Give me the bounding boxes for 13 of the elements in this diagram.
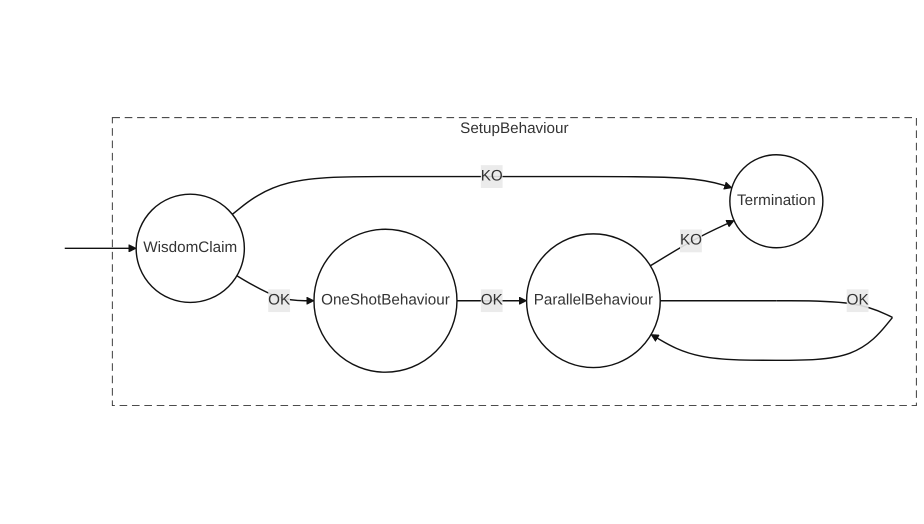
node-circle: ParallelBehaviour <box>526 234 661 369</box>
edge-label: KO <box>480 168 503 185</box>
arrow <box>650 300 894 362</box>
edge-label: OK <box>480 292 503 309</box>
node-circle: Termination <box>729 154 824 249</box>
arrow <box>650 220 734 267</box>
arrow <box>64 244 137 253</box>
edge-label: KO <box>680 232 702 249</box>
edge-label: OK <box>846 292 869 309</box>
edge-label: OK <box>268 292 290 309</box>
arrow <box>232 176 732 216</box>
node-circle: WisdomClaim <box>135 194 246 304</box>
node-circle: OneShotBehaviour <box>313 228 458 374</box>
